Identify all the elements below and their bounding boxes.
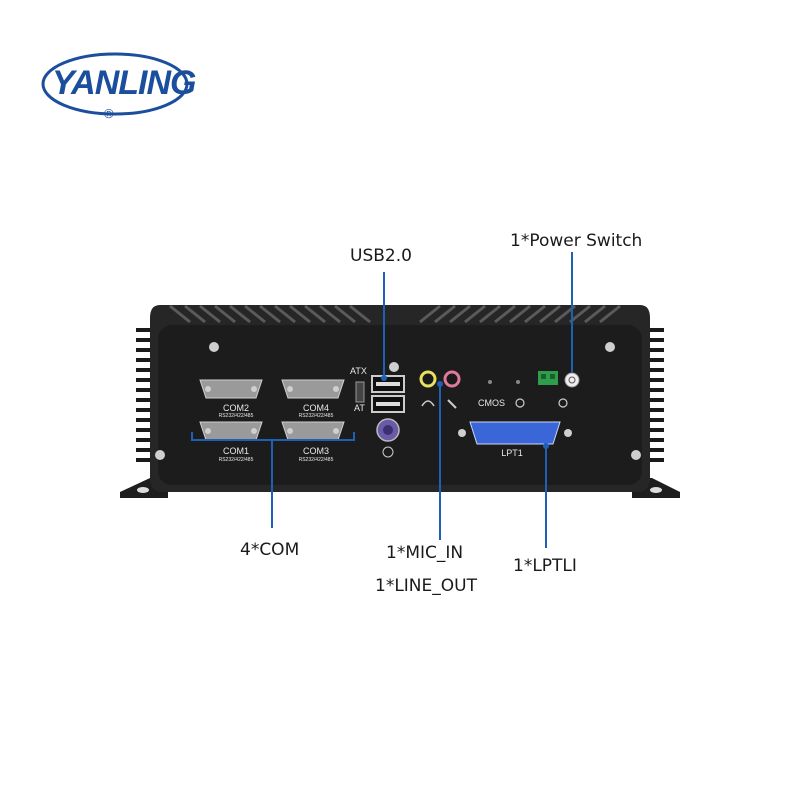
com1-sub: RS232/422/485 [219,457,254,463]
lpt-callout-label: 1*LPTLI [513,556,577,576]
cmos-reset-icon [515,398,525,408]
logo-brand: YANLING [52,64,196,102]
ps2-icon [382,446,394,458]
com-callout-label: 4*COM [240,540,300,560]
atx-label: ATX [350,366,367,376]
logo-registered: ® [104,106,114,121]
com4-sub: RS232/422/485 [299,413,334,419]
logo: YANLING ® [40,20,196,130]
power-button [564,372,580,388]
usb-callout-label: USB2.0 [350,246,412,266]
heatsink-fins [169,304,621,324]
mic-in-jack [443,370,461,388]
com4-label: COM4 [303,403,329,413]
power-callout-label: 1*Power Switch [510,231,643,251]
lpt-port [469,421,561,445]
line-out-callout-label: 1*LINE_OUT [375,576,477,596]
com4-port [281,379,345,399]
com2-label: COM2 [223,403,249,413]
logo-ring-icon [41,52,189,116]
com-ports [199,379,345,441]
panel-screws [155,342,641,460]
callout-lines [191,252,573,548]
line-out-jack [419,370,437,388]
com3-label: COM3 [303,446,329,456]
com3-sub: RS232/422/485 [299,457,334,463]
at-label: AT [354,403,365,413]
microphone-icon [447,399,457,409]
cmos-label: CMOS [478,398,505,408]
com2-sub: RS232/422/485 [219,413,254,419]
headphone-icon [421,400,435,407]
com1-label: COM1 [223,446,249,456]
lpt1-label: LPT1 [501,448,523,458]
com2-port [199,379,263,399]
power-icon [558,398,568,408]
side-fins [136,328,664,462]
mic-callout-label: 1*MIC_IN [386,543,464,563]
atx-at-switch [355,381,365,403]
